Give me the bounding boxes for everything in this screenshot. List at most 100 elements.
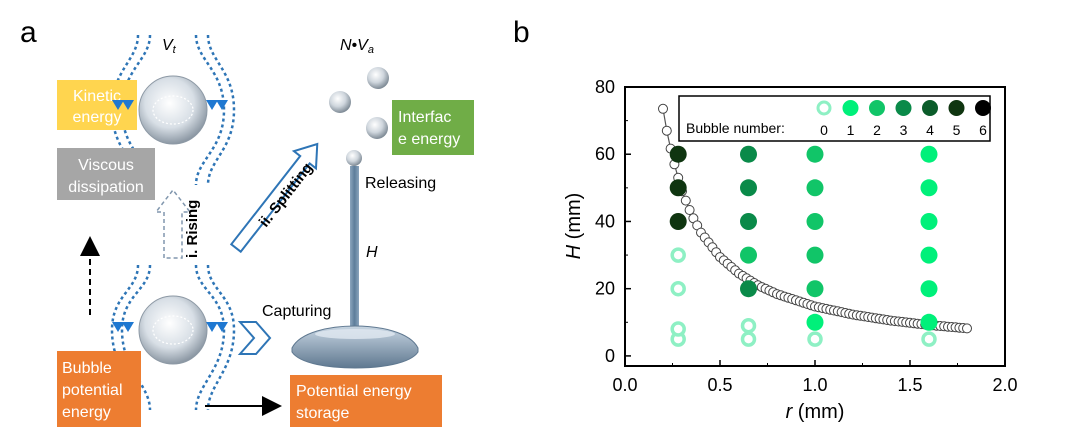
kinetic-energy-box [57,80,137,130]
legend-marker [948,100,965,116]
curve-marker [684,205,695,215]
small-bubble-4 [346,150,362,166]
data-point [920,179,938,197]
data-point [920,313,938,331]
data-point [807,331,823,347]
data-point [920,213,938,230]
data-point [740,280,757,298]
legend-marker [975,100,991,116]
x-axis-label: r (mm) [786,401,845,423]
y-axis-ticks: 0 20 40 60 80 [595,77,631,366]
bubble-potential-energy-box [57,351,141,427]
viscous-dissipation-box [57,148,155,200]
legend-marker [922,100,938,116]
data-point [920,145,938,163]
capturing-label: Capturing [262,303,331,320]
y-tick-label: 0 [605,346,615,366]
capture-dome-top [315,329,395,339]
legend-number: 3 [900,122,908,138]
bottom-bubble-swirl [152,315,194,345]
bottom-bubble [138,295,208,365]
data-point [740,145,757,163]
interface-energy-label-2: e energy [398,131,460,148]
vt-label: Vt [162,37,177,56]
y-tick-label: 80 [595,77,615,97]
bubble-potential-label-1: Bubble [62,360,112,377]
data-point [806,179,824,197]
x-tick-label: 2.0 [992,375,1017,395]
data-point [920,246,938,264]
top-bubble [138,75,208,145]
nva-label: N•Va [340,37,374,56]
legend-number: 0 [820,122,828,138]
data-point [740,179,757,197]
data-point [921,331,937,347]
data-point [740,213,757,230]
rising-arrow-icon [154,188,192,259]
viscous-dissipation-label-2: dissipation [68,179,144,196]
curve-marker [962,323,972,334]
legend-number: 4 [926,122,934,138]
legend-number: 1 [847,122,855,138]
data-point [806,313,824,331]
legend-marker [869,100,885,116]
legend-number: 6 [979,122,987,138]
x-tick-label: 1.5 [897,375,922,395]
y-axis-label: H (mm) [563,193,585,260]
legend-marker [816,100,832,116]
flow-arrowhead-icons [112,100,228,332]
rising-label: i. Rising [184,200,201,258]
data-point [806,280,824,298]
small-bubble-2 [329,91,351,113]
y-tick-label: 20 [595,279,615,299]
data-point [806,246,824,264]
small-bubble-3 [366,117,388,139]
x-tick-label: 0.5 [707,375,732,395]
legend-marker [842,100,859,116]
top-bubble-swirl [152,95,194,125]
bubble-potential-label-2: potential [62,382,123,399]
h-label: H [366,244,378,261]
legend-number: 2 [873,122,881,138]
data-point [740,246,757,264]
legend-title: Bubble number: [686,120,785,136]
legend-entries: 0 1 2 3 4 5 6 [816,100,991,138]
data-point [806,213,824,230]
data-point [740,317,757,334]
legend-box [678,95,991,142]
releasing-label: Releasing [365,175,436,192]
potential-storage-label-1: Potential energy [296,383,412,400]
data-point [669,213,687,230]
data-point [669,179,687,197]
data-point [670,280,686,297]
capture-pole [350,166,359,338]
data-point [740,331,757,347]
capturing-chevron-icon [237,321,272,355]
kinetic-energy-label-1: Kinetic [73,88,121,105]
panel-a-letter: a [20,16,37,49]
legend-number: 5 [953,122,961,138]
y-tick-label: 60 [595,144,615,164]
data-point [920,280,938,298]
bubble-potential-label-3: energy [62,404,111,421]
splitting-arrow-icon [229,142,319,254]
x-axis-ticks: 0.0 0.5 1.0 1.5 2.0 [612,360,1018,395]
x-tick-label: 1.0 [802,375,827,395]
x-tick-label: 0.0 [612,375,637,395]
kinetic-energy-label-2: energy [73,109,122,126]
panel-a: a Kinetic energy Viscous dissipation Bub… [20,16,474,427]
data-point [670,321,686,337]
data-point [806,145,824,163]
curve-marker [661,125,672,136]
data-point [669,145,687,163]
potential-energy-storage-box [290,375,442,427]
viscous-dissipation-label-1: Viscous [78,157,134,174]
y-tick-label: 40 [595,211,615,231]
panel-b-letter: b [513,16,530,49]
splitting-label: ii. Splitting [256,160,317,231]
curve-marker [680,195,691,206]
interface-energy-label-1: Interfac [398,109,451,126]
potential-storage-label-2: storage [296,405,349,422]
